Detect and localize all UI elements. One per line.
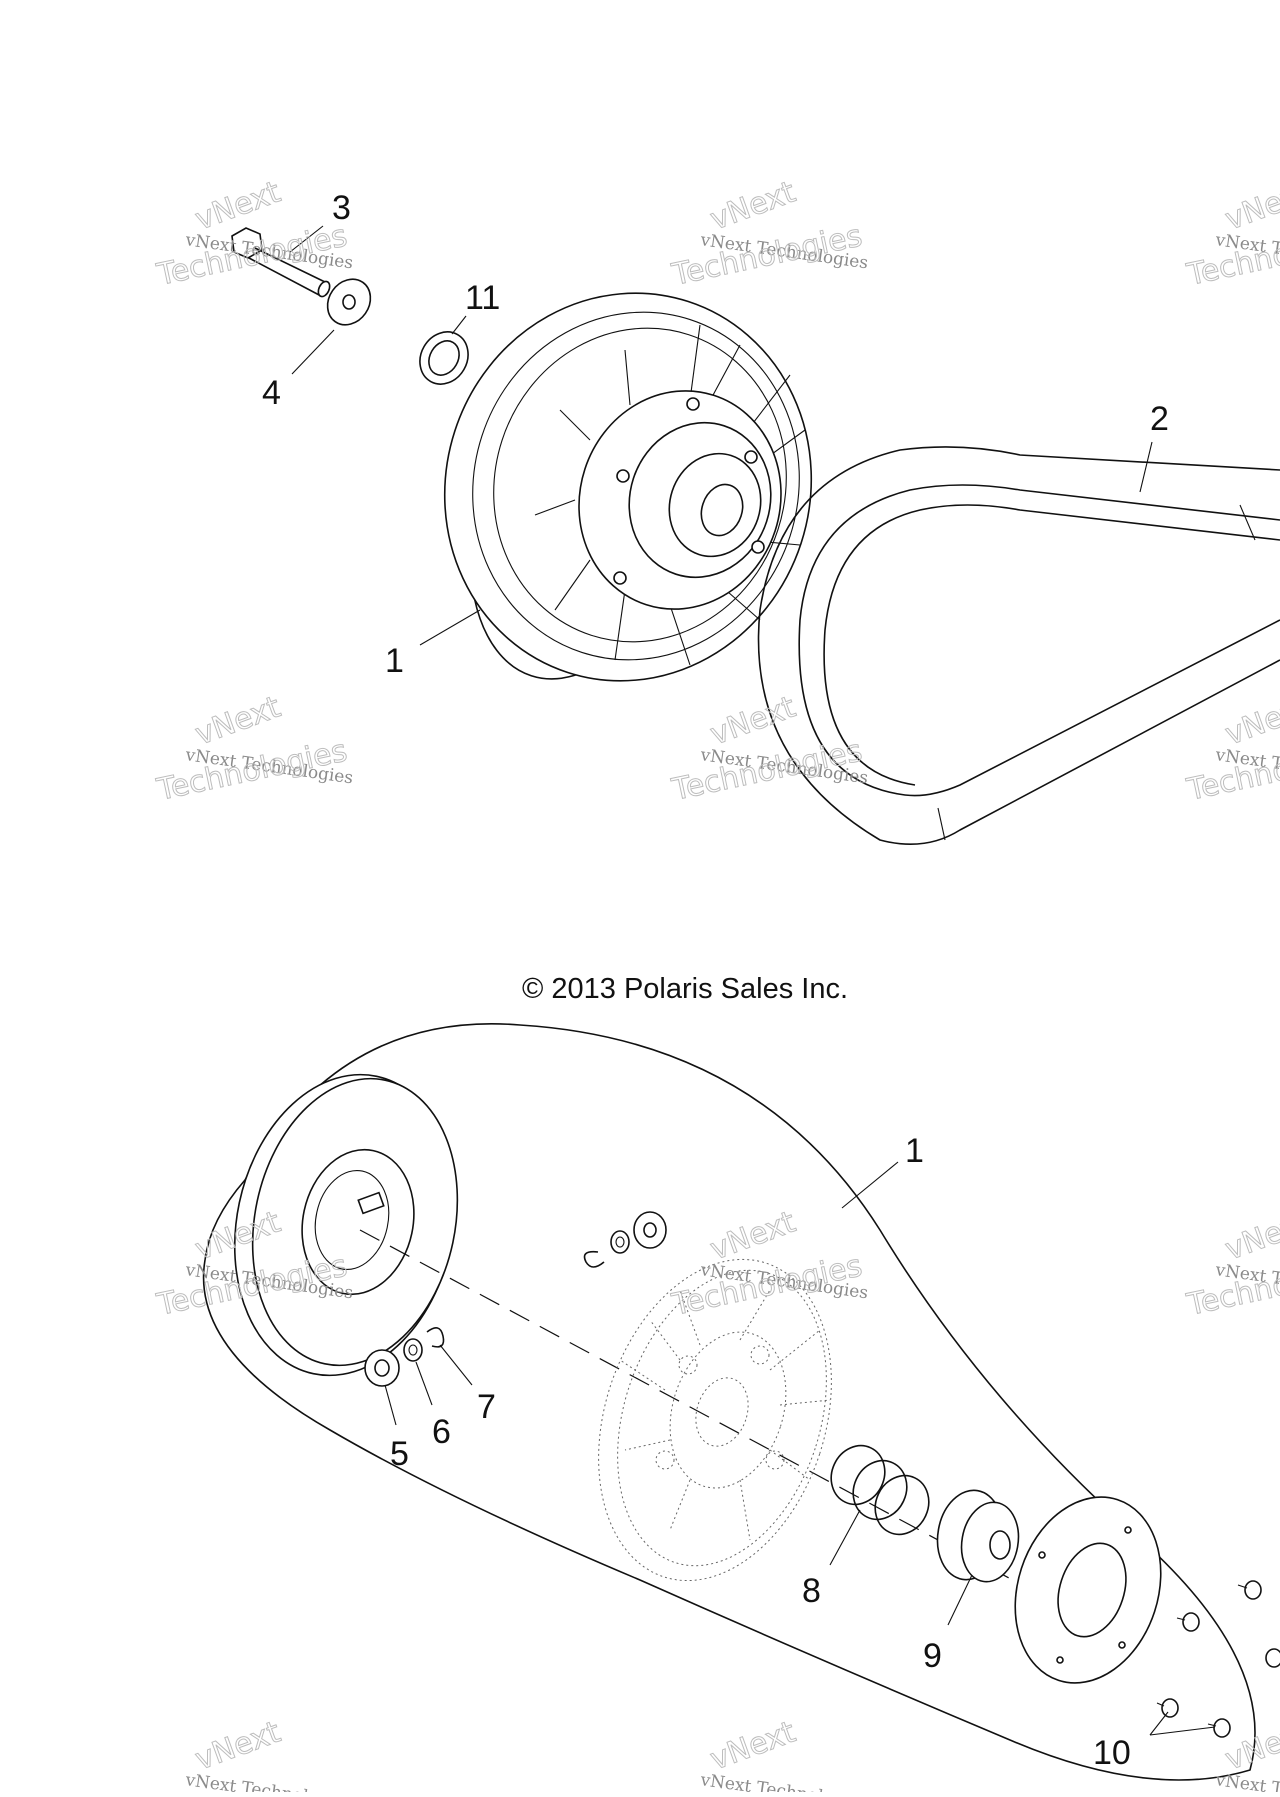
svg-text:vNext Technologies: vNext Technologies [1213, 1770, 1280, 1792]
small-washer-part [404, 1339, 422, 1361]
svg-text:vNext: vNext [706, 1715, 801, 1778]
roller-part [365, 1350, 399, 1386]
watermark: vNext vNext Technologies Technologies [668, 690, 869, 808]
washer-part [319, 271, 379, 333]
svg-text:vNext: vNext [706, 690, 801, 753]
callout-9: 9 [923, 1637, 942, 1675]
spring-cup-part [931, 1485, 1025, 1586]
callout-5: 5 [390, 1435, 409, 1473]
screw-parts [1157, 1581, 1280, 1737]
callout-1-bottom: 1 [905, 1132, 924, 1170]
ring-part [411, 323, 478, 393]
e-clip-part [427, 1328, 444, 1347]
svg-text:Technologies: Technologies [153, 734, 350, 809]
watermark: vNext vNext Technologies [183, 1715, 354, 1792]
svg-text:Technologies: Technologies [668, 734, 865, 809]
watermark: vNext vNext Technologies Technologies [668, 1205, 869, 1323]
watermark: vNext vNext Technologies Technologies [668, 175, 869, 293]
watermark: vNext vNext Technologies [698, 1715, 869, 1792]
svg-text:vNext Technologies: vNext Technologies [183, 1770, 354, 1792]
svg-text:vNext: vNext [191, 690, 286, 753]
callout-10: 10 [1093, 1734, 1131, 1772]
callout-4: 4 [262, 374, 281, 412]
svg-text:vNext: vNext [1221, 1205, 1280, 1268]
svg-text:Technologies: Technologies [668, 219, 865, 294]
copyright-notice: © 2013 Polaris Sales Inc. [522, 973, 848, 1005]
callout-6: 6 [432, 1413, 451, 1451]
svg-text:vNext: vNext [191, 175, 286, 238]
spring-part [822, 1437, 938, 1543]
roller-set-upper [585, 1212, 667, 1267]
watermark: vNext vNext Technologies Technologies [1183, 690, 1280, 808]
callout-8: 8 [802, 1572, 821, 1610]
svg-text:vNext: vNext [191, 1715, 286, 1778]
svg-text:vNext: vNext [706, 1205, 801, 1268]
svg-text:vNext: vNext [1221, 175, 1280, 238]
callout-2: 2 [1150, 400, 1169, 438]
callout-7: 7 [477, 1388, 496, 1426]
watermark: vNext vNext Technologies Technologies [1183, 1205, 1280, 1323]
callout-11: 11 [465, 279, 500, 317]
svg-text:vNext Technologies: vNext Technologies [698, 1770, 869, 1792]
cover-plate-part [992, 1478, 1184, 1702]
watermark: vNext vNext Technologies Technologies [1183, 175, 1280, 293]
watermark: vNext vNext Technologies Technologies [153, 690, 354, 808]
callout-1-top: 1 [385, 642, 404, 680]
svg-text:vNext: vNext [1221, 690, 1280, 753]
svg-text:vNext: vNext [706, 175, 801, 238]
svg-text:Technologies: Technologies [668, 1249, 865, 1324]
